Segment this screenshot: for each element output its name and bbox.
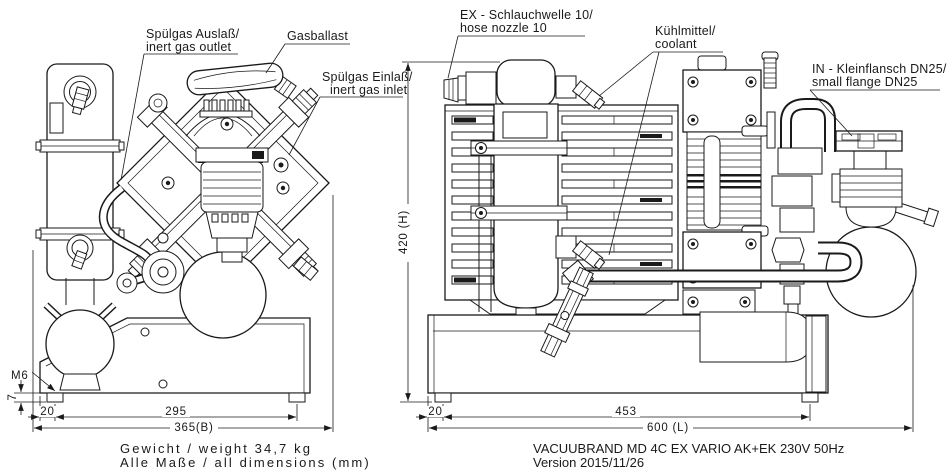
dim-side-span: 453 [615,406,637,418]
drawing-notes: Gewicht / weight 34,7 kg Alle Maße / all… [120,441,844,470]
callout-text: IN - Kleinflansch DN25/ [812,62,947,76]
ex-hose-nozzle [443,71,497,105]
dim-front-offset: 20 [40,406,54,418]
dim-foot-height: 7 [7,393,19,400]
callout-text: Spülgas Einlaß/ [322,70,413,84]
front-view-drawing [35,62,330,403]
callout-text: small flange DN25 [812,75,918,89]
emission-condenser [470,59,568,316]
foot [801,392,819,403]
condenser-clamp [470,140,568,156]
callout-text: Spülgas Auslaß/ [146,27,240,41]
note-units: Alle Maße / all dimensions (mm) [120,455,371,470]
gas-ballast-knob [186,62,297,100]
motor-block [682,55,769,315]
note-model: VACUUBRAND MD 4C EX VARIO AK+EK 230V 50H… [533,441,844,456]
dim-height: 420 (H) [398,210,410,254]
inlet-flange-assembly [825,130,940,318]
coolant-nozzle-lower [555,235,606,270]
side-cylinder [699,311,827,393]
callout-text: Kühlmittel/ [655,24,716,38]
dim-length: 600 (L) [647,422,689,434]
condenser-label-plate [502,111,548,139]
inert-gas-column [35,63,125,305]
callout-text: hose nozzle 10 [460,21,547,35]
callout-text: inert gas outlet [146,40,232,54]
eccentric-drive [116,250,185,294]
note-weight: Gewicht / weight 34,7 kg [120,441,312,456]
foot [288,392,306,403]
callout-coolant: Kühlmittel/ coolant [598,24,723,256]
dim-width: 365(B) [174,422,213,434]
callout-text: inert gas inlet [330,83,408,97]
column-clamp-band [35,227,125,241]
foot [46,392,64,403]
note-version: Version 2015/11/26 [533,455,644,470]
dim-front-span: 295 [165,406,187,418]
callout-text: coolant [655,37,697,51]
callout-purge-outlet: Spülgas Auslaß/ inert gas outlet [120,27,240,181]
condenser-clamp [470,205,568,221]
foot [434,392,452,403]
dim-thread: M6 [11,370,29,382]
callout-purge-inlet: Spülgas Einlaß/ inert gas inlet [288,70,413,156]
handle-hook [148,93,168,113]
callout-labels: Spülgas Auslaß/ inert gas outlet Gasball… [120,8,947,256]
valve-plumbing [761,51,836,315]
dim-side-offset: 20 [428,406,442,418]
left-catch-flask [43,302,117,391]
callout-ex-hose: EX - Schlauchwelle 10/ hose nozzle 10 [447,8,593,79]
callout-text: EX - Schlauchwelle 10/ [460,8,593,22]
column-clamp-band [35,139,125,153]
side-view-drawing [427,51,940,403]
callout-inlet-flange: IN - Kleinflansch DN25/ small flange DN2… [809,62,947,137]
diagonal-strut [540,266,594,358]
coolant-nozzle-upper [555,75,606,110]
center-catch-flask [179,251,267,339]
callout-gas-ballast: Gasballast [265,29,350,74]
callout-text: Gasballast [287,29,348,43]
crown-serration [199,99,253,118]
dimension-annotations: 20 295 365(B) M6 7 20 453 [7,61,914,434]
center-motor-stack [195,147,269,263]
